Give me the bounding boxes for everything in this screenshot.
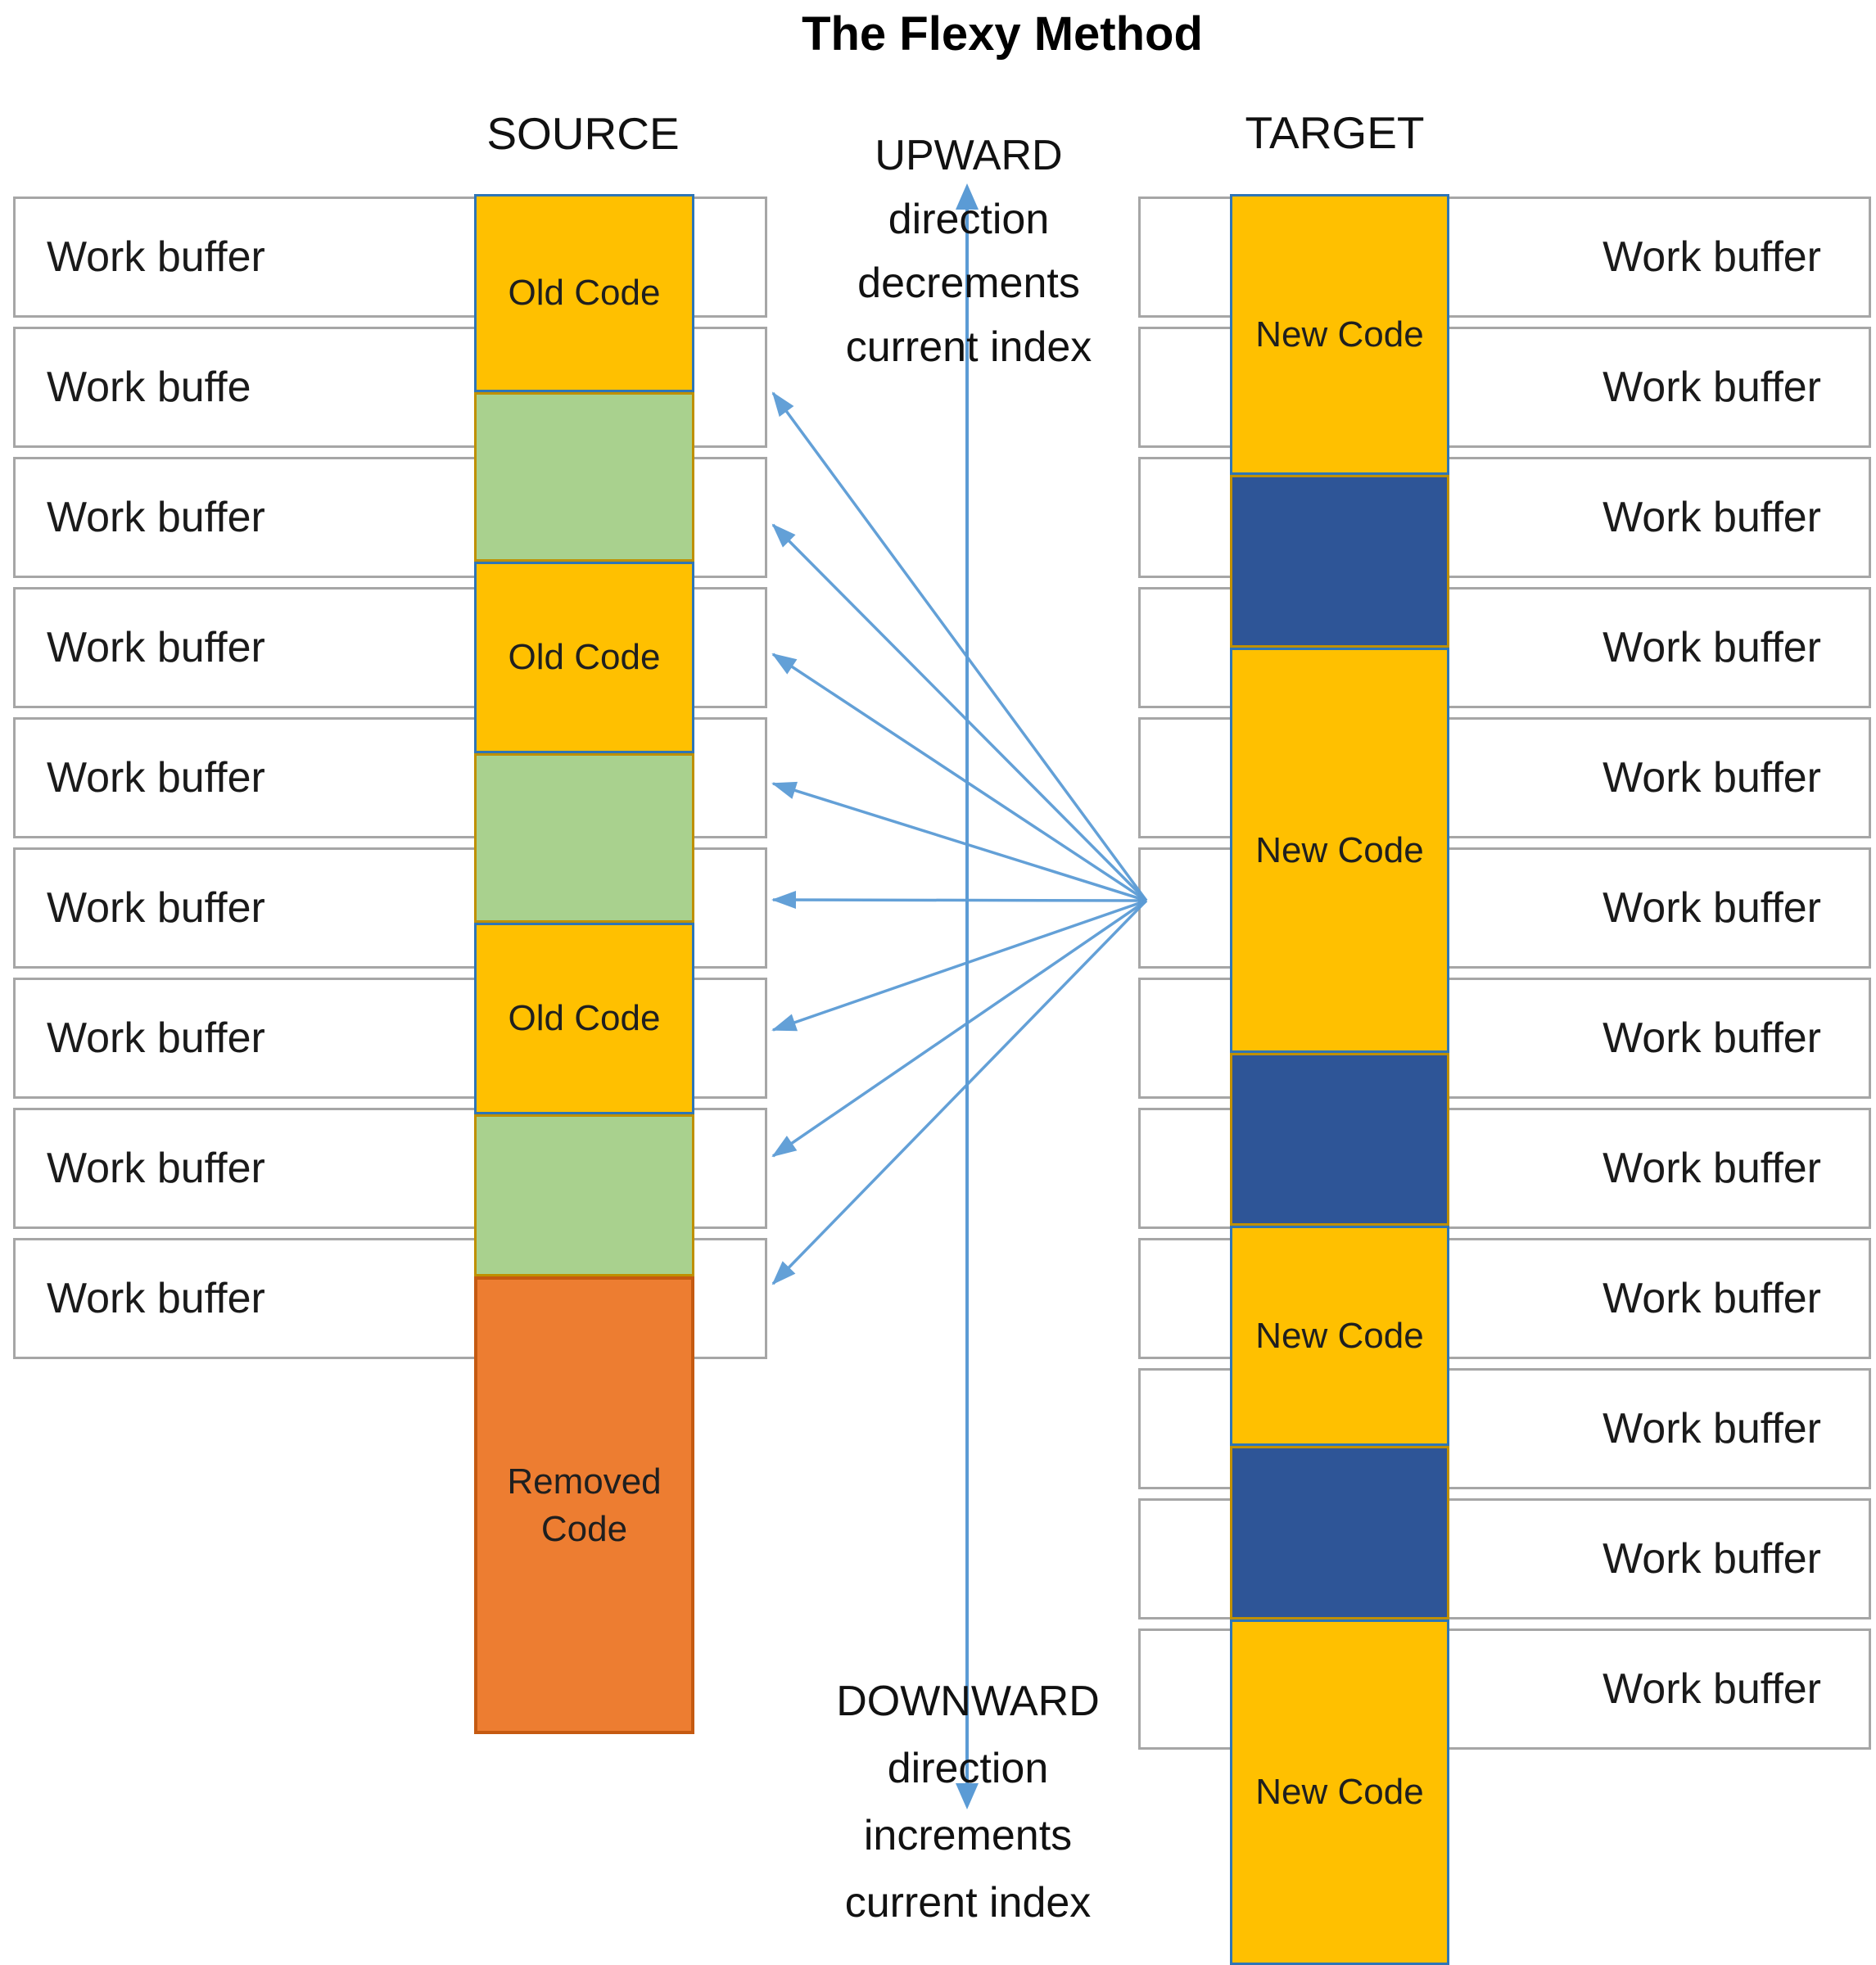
filler-block (1230, 1446, 1449, 1619)
annotation-line: increments (863, 1812, 1073, 1859)
old-code-block: Old Code (474, 562, 694, 753)
annotation-line: direction (888, 196, 1050, 243)
annotation-line: current index (844, 1879, 1092, 1927)
new-code-block: New Code (1230, 194, 1449, 475)
old-code-block: Old Code (474, 923, 694, 1114)
filler-block (1230, 475, 1449, 648)
copy-arrow (771, 653, 1147, 902)
kept-code-block (474, 1114, 694, 1276)
copy-arrow (771, 391, 1148, 902)
work-buffer-row: Work buffer (1138, 1368, 1871, 1489)
old-code-block: Old Code (474, 194, 694, 392)
block-label: Removed Code (507, 1461, 662, 1549)
copy-arrow (771, 899, 1148, 1285)
annotation-line: current index (845, 323, 1092, 371)
block-label: New Code (1255, 829, 1424, 870)
block-label: New Code (1255, 314, 1424, 355)
removed-code-block: Removed Code (474, 1276, 694, 1734)
block-label: Old Code (508, 998, 661, 1038)
copy-arrow (771, 899, 1147, 1032)
target-column-label: TARGET (1245, 107, 1425, 158)
annotation-line: UPWARD (875, 132, 1063, 179)
filler-block (1230, 1053, 1449, 1226)
block-label: Old Code (508, 273, 661, 313)
new-code-block: New Code (1230, 1619, 1449, 1965)
copy-arrow (771, 891, 1147, 910)
annotation-line: DOWNWARD (836, 1678, 1100, 1725)
source-column-label: SOURCE (486, 108, 680, 159)
downward-annotation: DOWNWARD direction increments current index (714, 1668, 1222, 1936)
copy-arrow (771, 899, 1147, 1158)
copy-arrow (771, 781, 1147, 902)
annotation-line: decrements (857, 260, 1080, 307)
block-label: Old Code (508, 637, 661, 677)
kept-code-block (474, 392, 694, 562)
block-label: New Code (1255, 1315, 1424, 1356)
annotation-line: direction (887, 1745, 1049, 1792)
new-code-block: New Code (1230, 648, 1449, 1053)
kept-code-block (474, 753, 694, 923)
copy-arrow (771, 523, 1148, 902)
block-label: New Code (1255, 1772, 1424, 1812)
new-code-block: New Code (1230, 1226, 1449, 1446)
upward-annotation: UPWARD direction decrements current index (715, 124, 1223, 379)
page-title: The Flexy Method (802, 7, 1203, 61)
